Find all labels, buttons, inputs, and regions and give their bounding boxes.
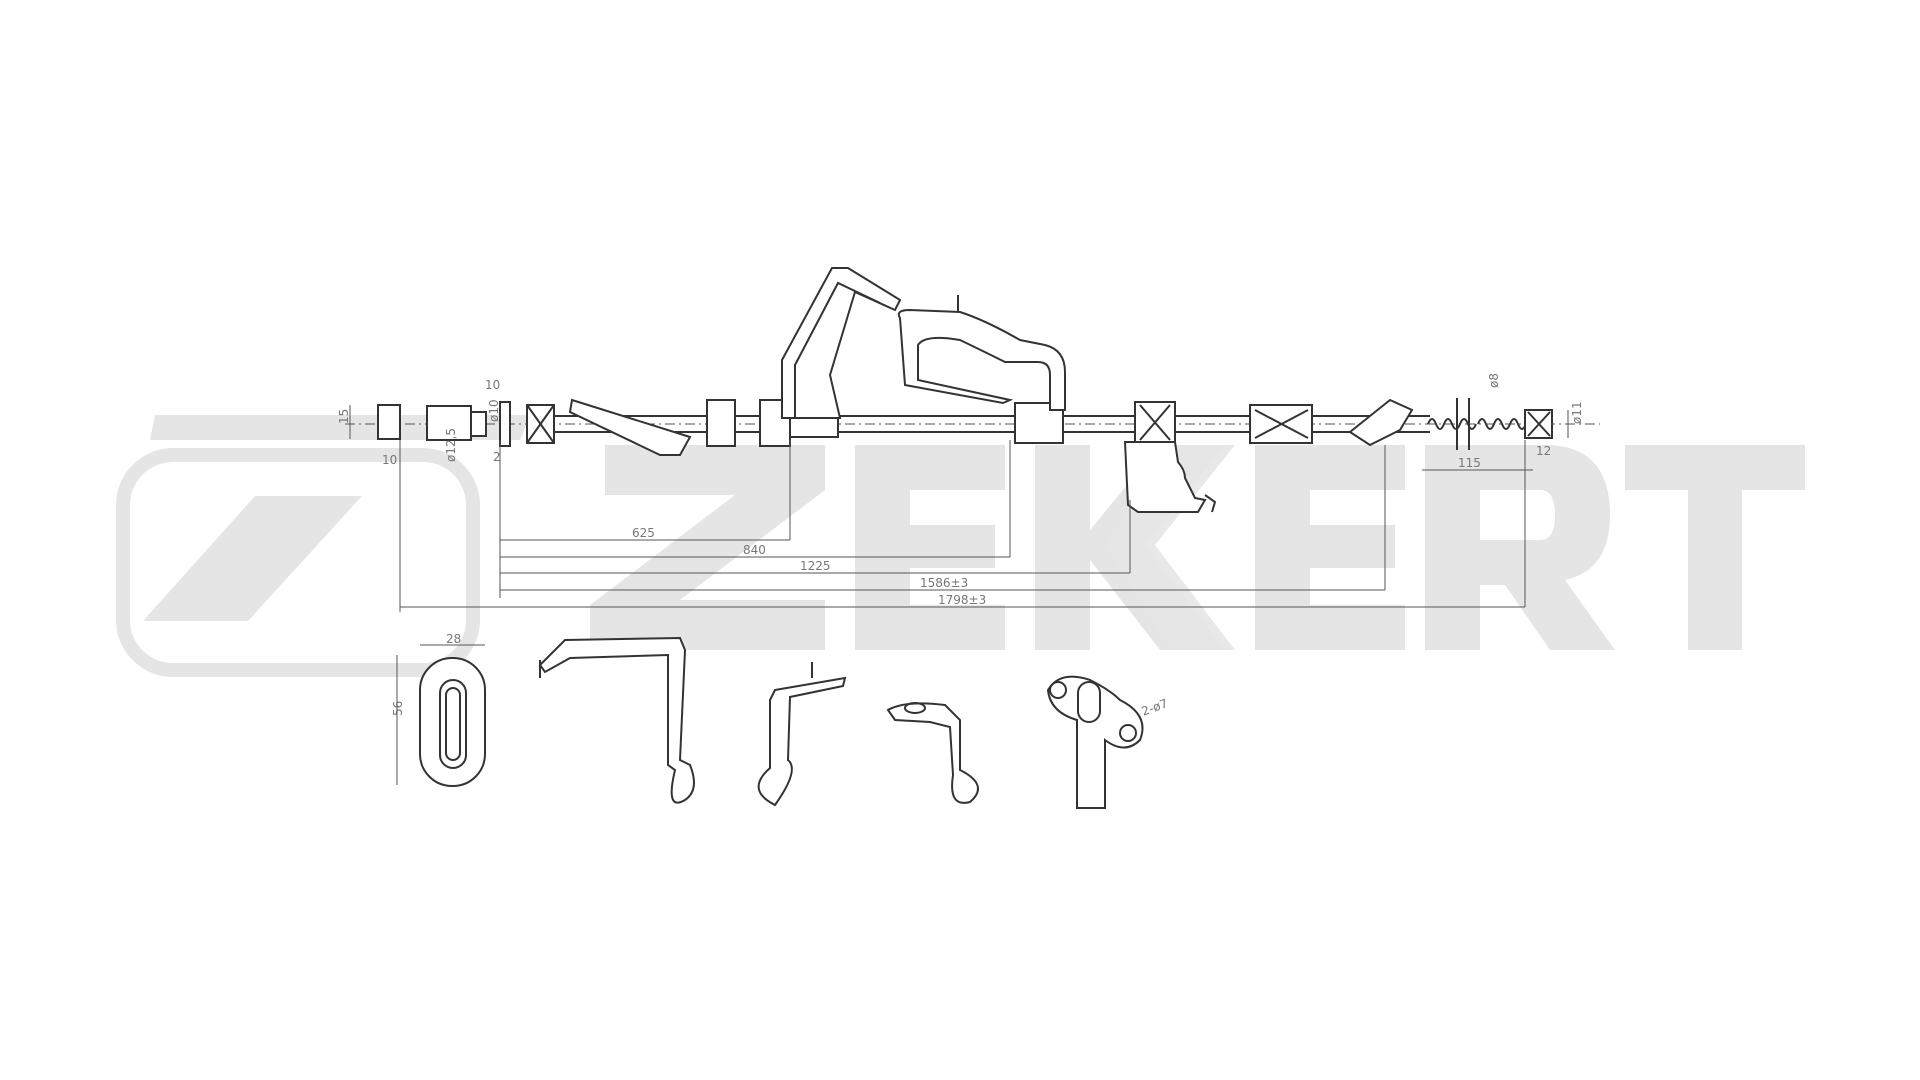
svg-text:2: 2 — [493, 450, 501, 464]
watermark-logo — [116, 415, 530, 677]
dimension-labels: 15 10 10 ø12,5 ø10 2 625 840 1225 1586±3… — [337, 373, 1584, 719]
svg-text:1586±3: 1586±3 — [920, 576, 968, 590]
svg-text:10: 10 — [382, 453, 397, 467]
svg-text:ø11: ø11 — [1570, 401, 1584, 424]
svg-text:625: 625 — [632, 526, 655, 540]
bracket-large — [538, 636, 695, 804]
watermark-brand — [590, 445, 1805, 650]
svg-text:840: 840 — [743, 543, 766, 557]
svg-text:28: 28 — [446, 632, 461, 646]
svg-text:1225: 1225 — [800, 559, 831, 573]
svg-text:56: 56 — [391, 701, 405, 716]
dimension-lines — [349, 405, 1569, 612]
mounting-plate — [1046, 675, 1144, 809]
svg-text:115: 115 — [1458, 456, 1481, 470]
svg-text:12: 12 — [1536, 444, 1551, 458]
bracket-clip — [886, 702, 979, 804]
svg-text:ø8: ø8 — [1487, 373, 1501, 388]
bracket-small — [757, 662, 847, 807]
grommet — [396, 644, 486, 787]
svg-text:ø12,5: ø12,5 — [444, 428, 458, 462]
svg-text:ø10: ø10 — [487, 399, 501, 422]
svg-text:15: 15 — [337, 409, 351, 424]
svg-text:2-ø7: 2-ø7 — [1140, 696, 1170, 718]
svg-text:10: 10 — [485, 378, 500, 392]
svg-text:1798±3: 1798±3 — [938, 593, 986, 607]
cable-assembly — [345, 267, 1600, 513]
